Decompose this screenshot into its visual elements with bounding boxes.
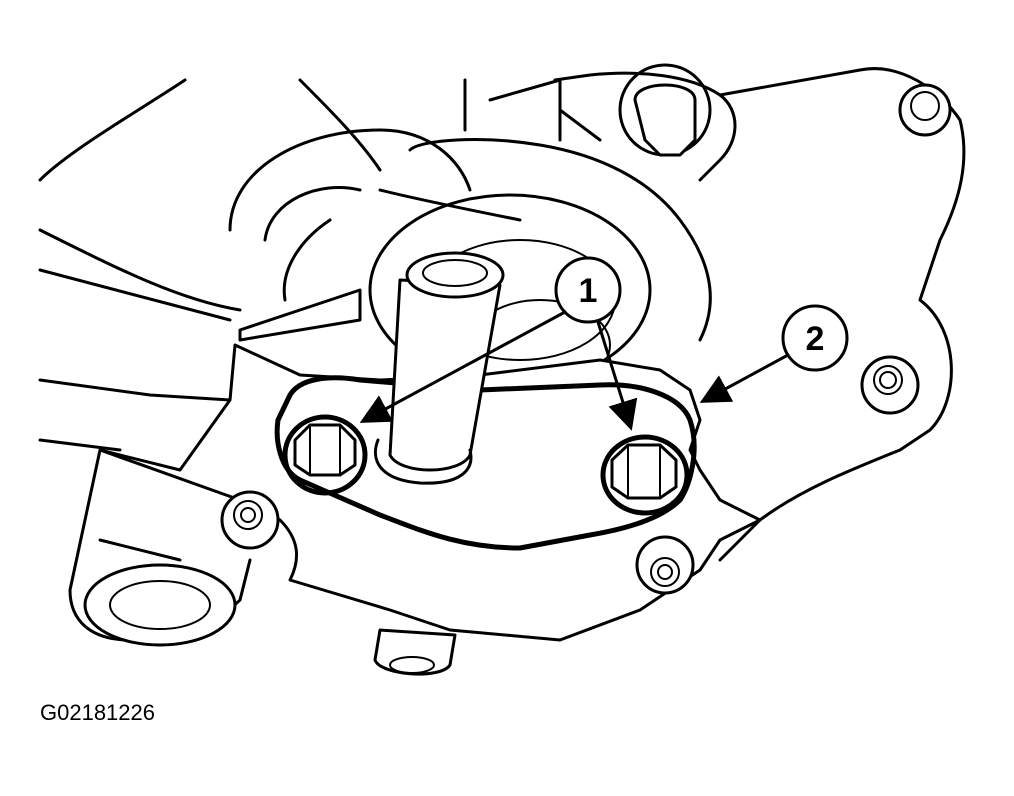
callout-1-label: 1 [579,272,598,310]
figure-code: G02181226 [40,700,155,725]
outer-flange [718,67,966,562]
callout-2-arrow [699,353,790,403]
callout-1-arrow-right [596,320,638,431]
callout-1-arrow-left [359,310,567,423]
lower-left-boss [68,448,252,647]
bolt-right [600,434,690,516]
upper-boss [553,63,737,182]
callout-2: 2 [699,304,849,403]
lower-stub [373,628,457,676]
main-flange [98,343,762,642]
bolt-left [282,414,368,496]
callout-2-label: 2 [806,320,825,358]
tube [373,251,505,485]
callout-1: 1 [359,256,638,431]
